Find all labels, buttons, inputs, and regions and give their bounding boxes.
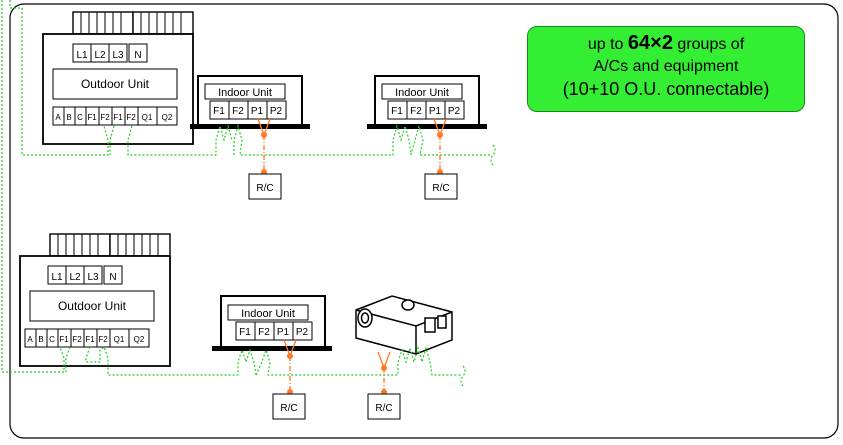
indoor-unit-3: Indoor Unit F1 F2 P1 P2 [212, 295, 332, 351]
outdoor-terminal-label: F2 [72, 335, 82, 344]
indoor-terminal-label: F1 [391, 106, 403, 117]
power-terminal-label: N [109, 272, 116, 283]
terminal-l3 [108, 43, 128, 63]
diagram-frame [9, 3, 839, 439]
outdoor-terminal-strip [52, 106, 178, 126]
callout-count: 64×2 [627, 32, 673, 54]
callout-line-2: A/Cs and equipment [593, 58, 739, 75]
remote-controller-label: R/C [432, 183, 449, 194]
indoor-terminal-label: F2 [410, 106, 422, 117]
indoor-unit-label: Indoor Unit [241, 308, 295, 320]
indoor-terminal-label: F1 [239, 327, 251, 338]
power-terminal-label: L2 [94, 50, 106, 61]
outdoor-terminal-label: Q2 [134, 335, 145, 344]
upper-bus-wire [9, 0, 496, 166]
remote-controller-label: R/C [280, 403, 297, 414]
indoor-unit-1: Indoor Unit F1 F2 P1 P2 [190, 75, 310, 129]
outdoor-terminal-label: F1 [113, 113, 123, 122]
callout-suffix: groups of [677, 36, 745, 53]
remote-controller-label: R/C [256, 183, 273, 194]
lower-bus-wire [1, 0, 466, 387]
outdoor-unit-label: Outdoor Unit [81, 77, 150, 91]
outdoor-terminal-label: C [77, 113, 83, 122]
power-terminal-label: L3 [87, 272, 99, 283]
indoor-terminal-label: F2 [232, 106, 244, 117]
indoor-terminal-label: P1 [277, 327, 290, 338]
power-terminal-label: L1 [76, 50, 88, 61]
outdoor-terminal-label: F2 [100, 113, 110, 122]
power-terminal-label: L3 [112, 50, 124, 61]
outdoor-terminal-label: F1 [87, 113, 97, 122]
indoor-terminal-label: P2 [270, 106, 283, 117]
outdoor-terminal-strip [24, 328, 150, 348]
remote-controller-3: R/C [272, 393, 306, 420]
indoor-unit-2: Indoor Unit F1 F2 P1 P2 [367, 75, 487, 129]
remote-controller-2: R/C [424, 173, 458, 200]
outdoor-terminal-label: A [27, 335, 33, 344]
capacity-callout: up to 64×2 groups of A/Cs and equipment … [527, 26, 805, 112]
remote-wire-1 [257, 118, 271, 175]
indoor-terminal-label: P1 [251, 106, 264, 117]
outdoor-terminal-label: F2 [126, 113, 136, 122]
ventilation-unit [355, 295, 453, 355]
power-terminal-label: L1 [51, 272, 63, 283]
outdoor-terminal-label: F2 [98, 335, 108, 344]
remote-controller-1: R/C [248, 173, 282, 200]
outdoor-unit-label-box [52, 68, 178, 100]
callout-prefix: up to [587, 36, 624, 53]
outdoor-unit-2: L1 L2 L3 N Outdoor Unit A B C F1 F2 F1 F… [19, 233, 171, 367]
outdoor-terminal-label: Q1 [114, 335, 125, 344]
outdoor-terminal-label: F1 [85, 335, 95, 344]
outdoor-unit-label: Outdoor Unit [58, 299, 127, 313]
outdoor-terminal-label: Q2 [162, 113, 173, 122]
remote-controller-4: R/C [367, 393, 401, 420]
power-terminal-label: L2 [69, 272, 81, 283]
outdoor-terminal-label: Q1 [142, 113, 153, 122]
remote-wire-4 [377, 351, 391, 395]
terminal-n [128, 43, 148, 63]
callout-line-3: (10+10 O.U. connectable) [562, 79, 770, 99]
outdoor-terminal-label: B [66, 113, 71, 122]
outdoor-terminal-label: C [49, 335, 55, 344]
indoor-terminal-label: F2 [258, 327, 270, 338]
outdoor-terminal-label: F1 [59, 335, 69, 344]
indoor-terminal-label: P1 [429, 106, 442, 117]
indoor-unit-label: Indoor Unit [395, 87, 449, 99]
callout-line-1: up to 64×2 groups of [528, 31, 804, 57]
outdoor-terminal-label: B [38, 335, 43, 344]
indoor-terminal-label: P2 [296, 327, 309, 338]
indoor-terminal-label: F1 [213, 106, 225, 117]
outdoor-terminal-label: A [55, 113, 61, 122]
remote-controller-label: R/C [375, 403, 392, 414]
outdoor-unit-1: L1 L2 L3 N Outdoor Unit A B C F1 F2 F1 F… [42, 11, 194, 145]
indoor-unit-label: Indoor Unit [218, 87, 272, 99]
power-terminal-label: N [134, 50, 141, 61]
indoor-terminal-label: P2 [448, 106, 461, 117]
